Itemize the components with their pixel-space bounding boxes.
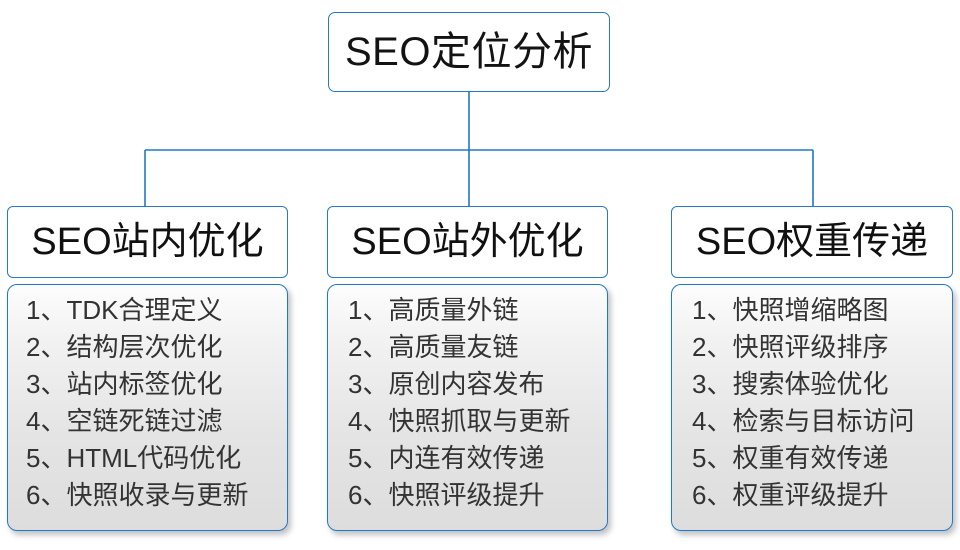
branch-header-1: SEO站内优化	[7, 206, 288, 278]
list-item-text: 权重评级提升	[732, 480, 889, 510]
list-item-index: 3、	[348, 369, 389, 399]
list-item-text: 高质量友链	[388, 332, 519, 362]
list-item-text: 快照评级提升	[388, 480, 545, 510]
list-item: 4、 检索与目标访问	[672, 408, 914, 434]
list-item-text: TDK合理定义	[66, 295, 223, 325]
list-item-text: 站内标签优化	[66, 369, 223, 399]
list-item: 2、 结构层次优化	[8, 334, 222, 360]
list-item-text: HTML代码优化	[66, 443, 242, 473]
list-item: 2、 高质量友链	[328, 334, 518, 360]
list-item: 5、 HTML代码优化	[8, 445, 241, 471]
list-item-text: 搜索体验优化	[732, 369, 889, 399]
list-item: 2、 快照评级排序	[672, 334, 888, 360]
list-item-index: 4、	[348, 406, 389, 436]
branch-header-3: SEO权重传递	[671, 206, 953, 278]
list-item: 5、 内连有效传递	[328, 445, 544, 471]
list-item-index: 1、	[26, 295, 67, 325]
list-item: 6、 快照评级提升	[328, 482, 544, 508]
list-item: 3、 原创内容发布	[328, 371, 544, 397]
root-node-label: SEO定位分析	[345, 30, 593, 74]
list-item-text: 快照抓取与更新	[388, 406, 571, 436]
list-item: 4、 快照抓取与更新	[328, 408, 570, 434]
list-item-index: 6、	[348, 480, 389, 510]
branch-title-3: SEO权重传递	[695, 221, 929, 263]
list-item-index: 3、	[692, 369, 733, 399]
list-item-text: 原创内容发布	[388, 369, 545, 399]
list-item-index: 2、	[692, 332, 733, 362]
branch-title-1: SEO站内优化	[31, 221, 264, 263]
list-item-text: 权重有效传递	[732, 443, 889, 473]
branch-list-1: 1、 TDK合理定义 2、 结构层次优化 3、 站内标签优化 4、 空链死链过滤…	[7, 284, 288, 531]
list-item-index: 5、	[348, 443, 389, 473]
list-item: 1、 快照增缩略图	[672, 297, 888, 323]
list-item: 3、 搜索体验优化	[672, 371, 888, 397]
list-item-text: 检索与目标访问	[732, 406, 915, 436]
list-item-text: 快照增缩略图	[732, 295, 889, 325]
list-item: 4、 空链死链过滤	[8, 408, 222, 434]
branch-title-2: SEO站外优化	[351, 221, 584, 263]
list-item: 6、 权重评级提升	[672, 482, 888, 508]
list-item-index: 1、	[348, 295, 389, 325]
list-item-text: 高质量外链	[388, 295, 519, 325]
list-item: 5、 权重有效传递	[672, 445, 888, 471]
list-item-index: 5、	[692, 443, 733, 473]
branch-column-3: SEO权重传递 1、 快照增缩略图 2、 快照评级排序 3、 搜索体验优化 4、…	[671, 206, 953, 531]
branch-column-2: SEO站外优化 1、 高质量外链 2、 高质量友链 3、 原创内容发布 4、 快…	[327, 206, 608, 531]
list-item-index: 5、	[26, 443, 67, 473]
list-item-text: 空链死链过滤	[66, 406, 223, 436]
list-item-index: 2、	[26, 332, 67, 362]
list-item-index: 3、	[26, 369, 67, 399]
root-node: SEO定位分析	[328, 12, 610, 92]
list-item: 1、 高质量外链	[328, 297, 518, 323]
list-item: 1、 TDK合理定义	[8, 297, 222, 323]
list-item-index: 1、	[692, 295, 733, 325]
branch-column-1: SEO站内优化 1、 TDK合理定义 2、 结构层次优化 3、 站内标签优化 4…	[7, 206, 288, 531]
list-item-index: 2、	[348, 332, 389, 362]
list-item: 3、 站内标签优化	[8, 371, 222, 397]
list-item-index: 4、	[26, 406, 67, 436]
branch-list-2: 1、 高质量外链 2、 高质量友链 3、 原创内容发布 4、 快照抓取与更新 5…	[327, 284, 608, 531]
list-item-index: 6、	[26, 480, 67, 510]
list-item-text: 快照评级排序	[732, 332, 889, 362]
list-item: 6、 快照收录与更新	[8, 482, 248, 508]
list-item-text: 快照收录与更新	[66, 480, 249, 510]
list-item-text: 内连有效传递	[388, 443, 545, 473]
branch-list-3: 1、 快照增缩略图 2、 快照评级排序 3、 搜索体验优化 4、 检索与目标访问…	[671, 284, 953, 531]
list-item-index: 4、	[692, 406, 733, 436]
list-item-index: 6、	[692, 480, 733, 510]
branch-header-2: SEO站外优化	[327, 206, 608, 278]
list-item-text: 结构层次优化	[66, 332, 223, 362]
